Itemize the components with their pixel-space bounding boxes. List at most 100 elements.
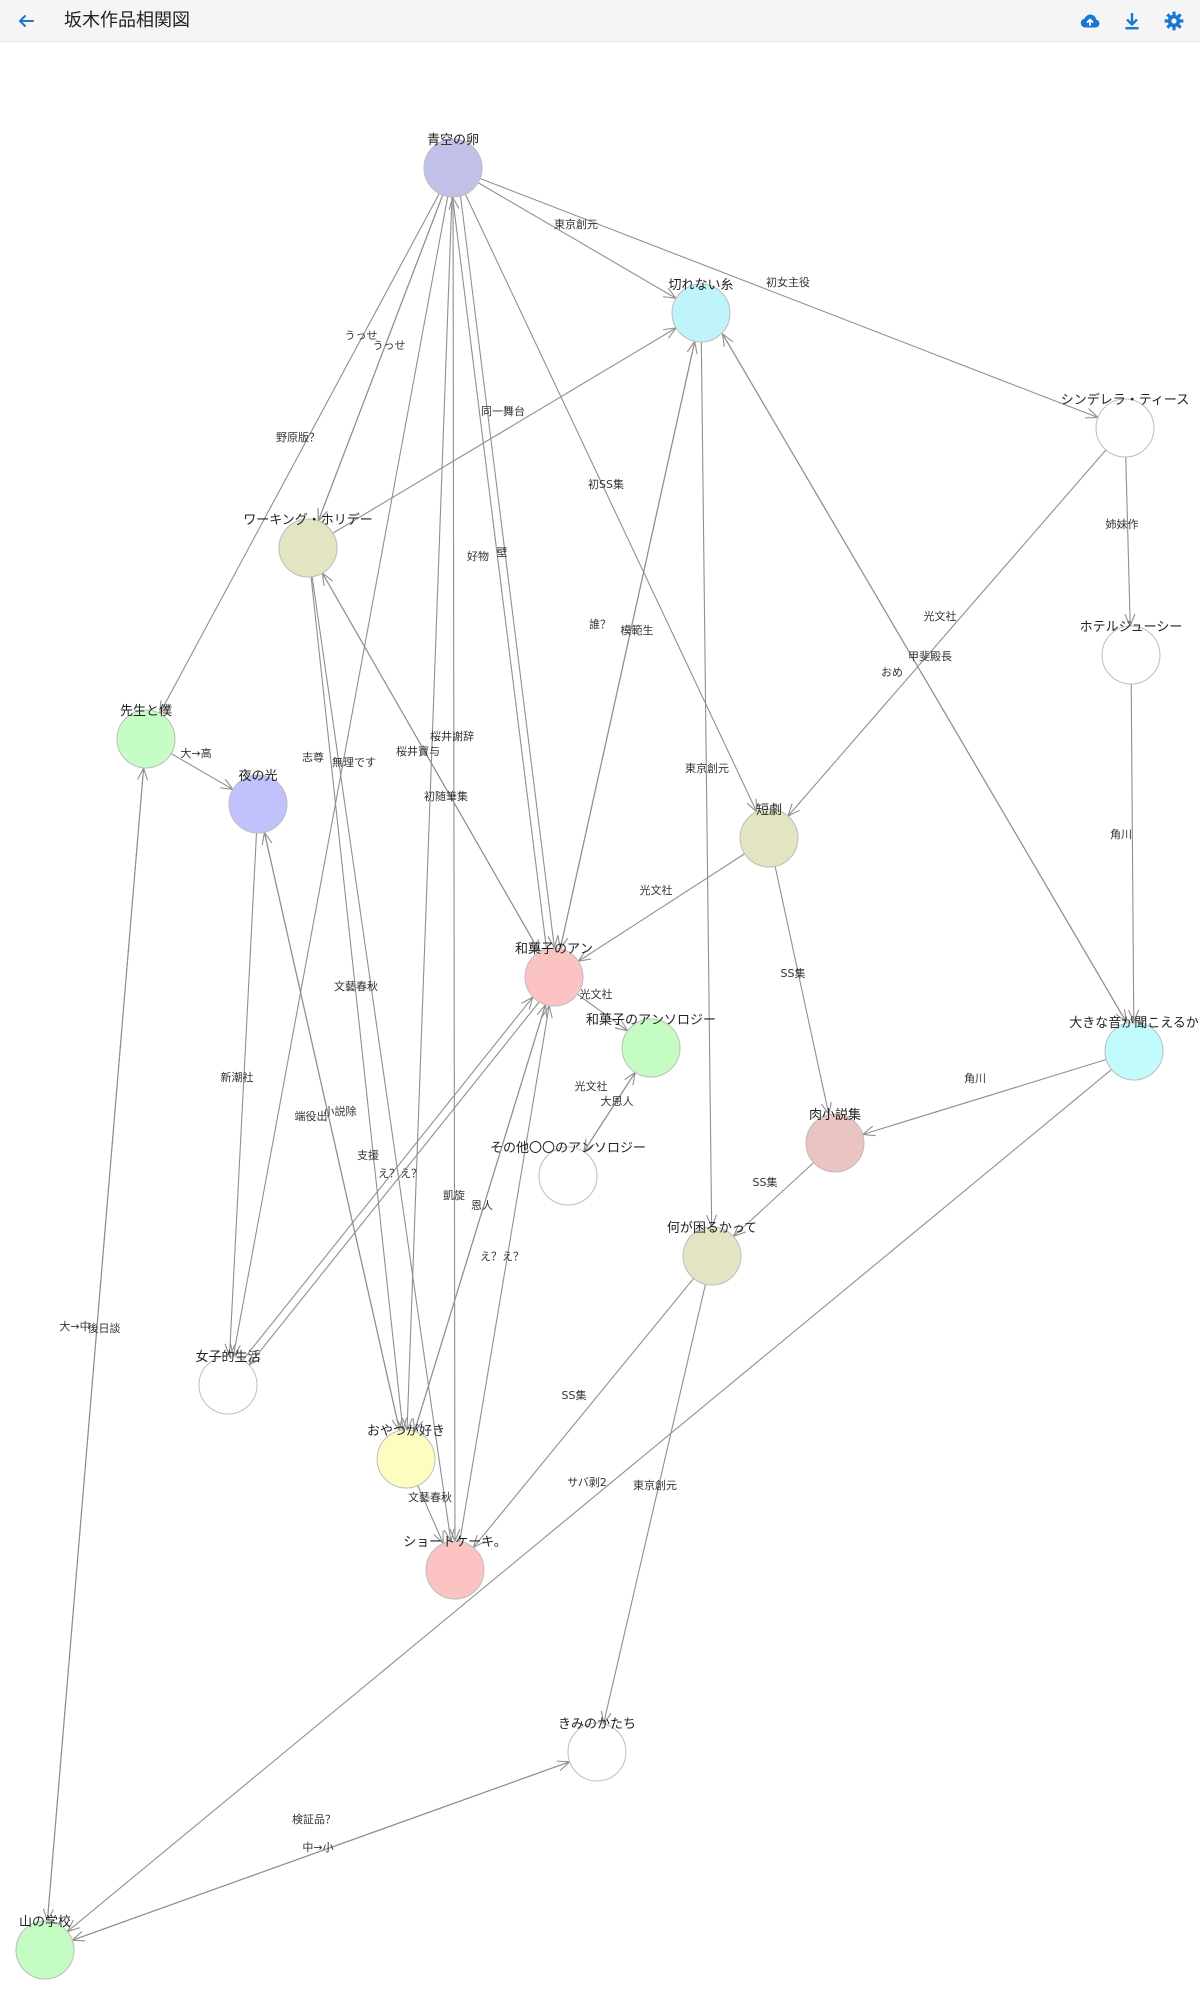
edge-label: 姉妹作 [1106, 517, 1139, 531]
node-circle[interactable] [524, 947, 584, 1007]
node-circle[interactable] [278, 518, 338, 578]
node-shortcake[interactable]: ショートケーキ。 [403, 1535, 507, 1600]
node-wagashi_antho[interactable]: 和菓子のアンソロジー [586, 1013, 716, 1078]
edge-label: 恩人 [471, 1199, 493, 1212]
download-icon [1125, 13, 1139, 30]
node-label: 何が困るかって [667, 1220, 757, 1236]
node-circle[interactable] [805, 1113, 865, 1173]
node-yama[interactable]: 山の学校 [15, 1914, 75, 1980]
node-joshi[interactable]: 女子的生活 [195, 1349, 261, 1415]
node-circle[interactable] [15, 1920, 75, 1980]
node-label: 山の学校 [19, 1914, 71, 1930]
node-label: おやつが好き [367, 1424, 445, 1439]
edge-label: え？え？ [378, 1167, 422, 1180]
edge-sonota-to-wagashi_antho [583, 1072, 635, 1152]
edge-nanika-to-kimi [604, 1284, 706, 1723]
edge-oyatsu-to-wagashi [413, 1005, 546, 1432]
node-circle[interactable] [376, 1429, 436, 1489]
node-label: 和菓子のアン [515, 942, 593, 957]
edge-label: 大→高 [180, 746, 211, 760]
edge-aozora-to-cinderella [479, 177, 1098, 417]
edge-label: 中→小 [302, 1841, 333, 1854]
node-circle[interactable] [198, 1355, 258, 1415]
node-hotel[interactable]: ホテルジューシー [1080, 620, 1183, 685]
node-label: 先生と僕 [120, 704, 172, 719]
node-sonota[interactable]: その他〇〇のアンソロジー [490, 1141, 646, 1206]
node-label: 女子的生活 [195, 1349, 260, 1365]
node-label: きみのかたち [558, 1717, 636, 1732]
node-label: その他〇〇のアンソロジー [490, 1141, 646, 1156]
node-circle[interactable] [538, 1146, 598, 1206]
edge-working-to-shortcake [311, 576, 451, 1542]
node-label: 短劇 [756, 803, 782, 818]
edge-aozora-to-kirenai [477, 182, 676, 299]
edge-label: 誰？ [589, 617, 611, 631]
edge-label: 東京創元 [685, 761, 729, 775]
node-circle[interactable] [1101, 625, 1161, 685]
edge-hotel-to-ookina [1131, 683, 1134, 1022]
edge-wagashi-to-joshi [249, 1001, 540, 1365]
node-cinderella[interactable]: シンデレラ・ティース [1061, 392, 1190, 458]
node-label: シンデレラ・ティース [1061, 392, 1190, 408]
gear-icon [1164, 11, 1184, 31]
edge-working-to-kirenai [332, 328, 676, 534]
node-circle[interactable] [425, 1540, 485, 1600]
node-circle[interactable] [228, 774, 288, 834]
node-oyatsu[interactable]: おやつが好き [367, 1424, 445, 1489]
page-title: 坂木作品相関図 [64, 10, 190, 31]
edge-label: 支援 [357, 1148, 379, 1162]
node-sensei[interactable]: 先生と僕 [116, 704, 176, 769]
edge-label: 無理です [332, 755, 376, 769]
node-circle[interactable] [739, 808, 799, 868]
node-circle[interactable] [116, 709, 176, 769]
edge-nanika-to-shortcake [473, 1278, 695, 1547]
edge-wagashi-to-kirenai [559, 341, 694, 949]
node-label: 肉小説集 [809, 1107, 861, 1123]
edge-label: 東京創元 [633, 1478, 677, 1492]
node-label: 大きな音が聞こえるか [1069, 1015, 1199, 1031]
node-circle[interactable] [682, 1226, 742, 1286]
download-button[interactable] [1116, 5, 1148, 37]
node-working[interactable]: ワーキング・ホリデー [243, 512, 373, 578]
node-nanika[interactable]: 何が困るかって [667, 1220, 757, 1286]
edge-label: 後日談 [88, 1321, 121, 1335]
edge-label: え？え？ [480, 1250, 524, 1263]
upload-button[interactable] [1074, 5, 1106, 37]
node-label: 切れない糸 [668, 278, 733, 293]
node-circle[interactable] [671, 283, 731, 343]
node-circle[interactable] [1095, 398, 1155, 458]
edge-working-to-oyatsu [310, 576, 403, 1430]
edge-label: 模範生 [621, 623, 654, 637]
node-circle[interactable] [567, 1722, 627, 1782]
back-button[interactable] [10, 5, 42, 37]
edge-label: 桜井謝辞 [430, 729, 474, 743]
node-aozora[interactable]: 青空の卵 [423, 133, 483, 198]
node-kirenai[interactable]: 切れない糸 [668, 278, 734, 343]
edge-aozora-to-shortcake [453, 196, 455, 1541]
edge-oyatsu-to-shortcake [417, 1485, 444, 1544]
node-tanpen[interactable]: 短劇 [739, 803, 799, 868]
node-circle[interactable] [423, 138, 483, 198]
edge-label: 大→中 [59, 1319, 90, 1333]
edge-label: 新潮社 [221, 1070, 254, 1084]
edge-label: 初SS集 [588, 477, 624, 491]
node-label: ワーキング・ホリデー [243, 512, 373, 528]
node-niku[interactable]: 肉小説集 [805, 1107, 865, 1173]
node-kimi[interactable]: きみのかたち [558, 1717, 636, 1782]
edges-layer [47, 177, 1134, 1940]
node-circle[interactable] [1104, 1021, 1164, 1081]
edge-label: 端役出 [295, 1109, 328, 1123]
edge-wagashi-to-aozora [453, 197, 547, 949]
edge-label: 光文社 [924, 609, 957, 623]
edge-label: 志尊 [302, 750, 324, 764]
edge-shortcake-to-wagashi [459, 1006, 549, 1542]
node-wagashi[interactable]: 和菓子のアン [515, 942, 593, 1007]
edge-label: 初随筆集 [424, 789, 468, 803]
edge-label: 同一舞台 [481, 404, 525, 418]
edge-oyatsu-to-yoru [264, 832, 401, 1431]
node-circle[interactable] [621, 1018, 681, 1078]
node-ookina[interactable]: 大きな音が聞こえるか [1069, 1015, 1199, 1081]
node-yoru[interactable]: 夜の光 [228, 769, 288, 834]
settings-button[interactable] [1158, 5, 1190, 37]
